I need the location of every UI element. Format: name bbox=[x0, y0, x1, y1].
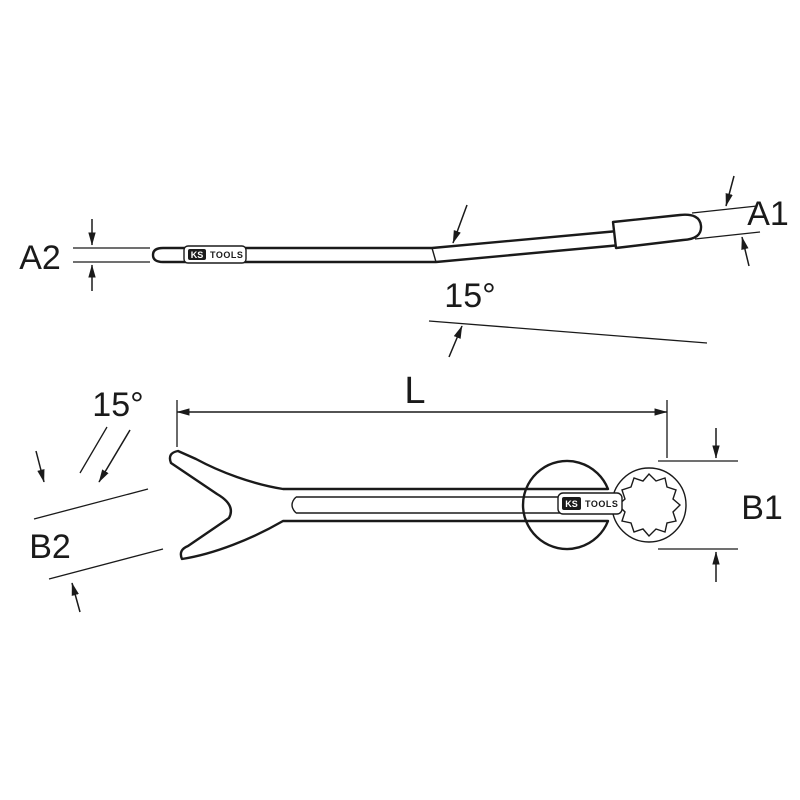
angle-side-arrow-top bbox=[452, 204, 468, 244]
a1-arrow-bottom bbox=[741, 236, 750, 267]
logo-tools-text: TOOLS bbox=[210, 250, 243, 260]
b2-ext-top bbox=[33, 488, 149, 520]
dimension-b2: B2 bbox=[29, 450, 164, 613]
b2-ext-bottom bbox=[48, 548, 164, 580]
logo-ks-box bbox=[188, 249, 206, 260]
angle-jaw-label: 15° bbox=[92, 386, 143, 424]
angle-jaw-reference-line bbox=[79, 426, 108, 474]
a2-label: A2 bbox=[19, 239, 61, 277]
angle-side-label: 15° bbox=[444, 277, 495, 315]
a1-ext-bottom bbox=[694, 231, 761, 240]
logo-ks-box bbox=[562, 497, 581, 510]
angle-side-reference-line bbox=[428, 320, 708, 344]
plan-view-body bbox=[168, 449, 610, 561]
angle-jaw-arrow bbox=[98, 429, 131, 483]
length-label: L bbox=[404, 370, 425, 412]
logo-ks-text: KS bbox=[191, 250, 204, 260]
b1-label: B1 bbox=[741, 489, 783, 527]
dimension-b1: B1 bbox=[658, 428, 783, 582]
side-view-head bbox=[611, 213, 703, 250]
dimension-a2: A2 bbox=[19, 219, 150, 291]
dimension-a1: A1 bbox=[691, 175, 789, 267]
b2-label: B2 bbox=[29, 528, 71, 566]
angle-side-arrow-bottom bbox=[448, 325, 463, 358]
b2-arrow-bottom bbox=[71, 582, 81, 613]
a1-ext-top bbox=[691, 205, 758, 214]
angle-jaw-annotation: 15° bbox=[79, 386, 144, 483]
side-view-bend-line bbox=[431, 247, 437, 263]
plan-view-wrench: KS TOOLS bbox=[168, 449, 687, 561]
ring-chamfer-circle bbox=[611, 467, 687, 543]
a1-label: A1 bbox=[747, 195, 789, 233]
a1-arrow-top bbox=[725, 175, 735, 207]
shaft-panel-left-arc bbox=[291, 496, 297, 514]
side-view-wrench: KS TOOLS bbox=[151, 213, 703, 264]
side-view-handle bbox=[151, 229, 623, 264]
brand-logo-plan: KS TOOLS bbox=[557, 492, 623, 515]
dimension-length: L bbox=[176, 370, 668, 458]
b2-arrow-top bbox=[35, 450, 45, 483]
brand-logo-side: KS TOOLS bbox=[183, 245, 247, 264]
angle-side-annotation: 15° bbox=[428, 204, 708, 358]
logo-tools-text: TOOLS bbox=[585, 499, 618, 509]
ring-12-point-profile bbox=[616, 472, 682, 538]
logo-ks-text: KS bbox=[565, 499, 578, 509]
